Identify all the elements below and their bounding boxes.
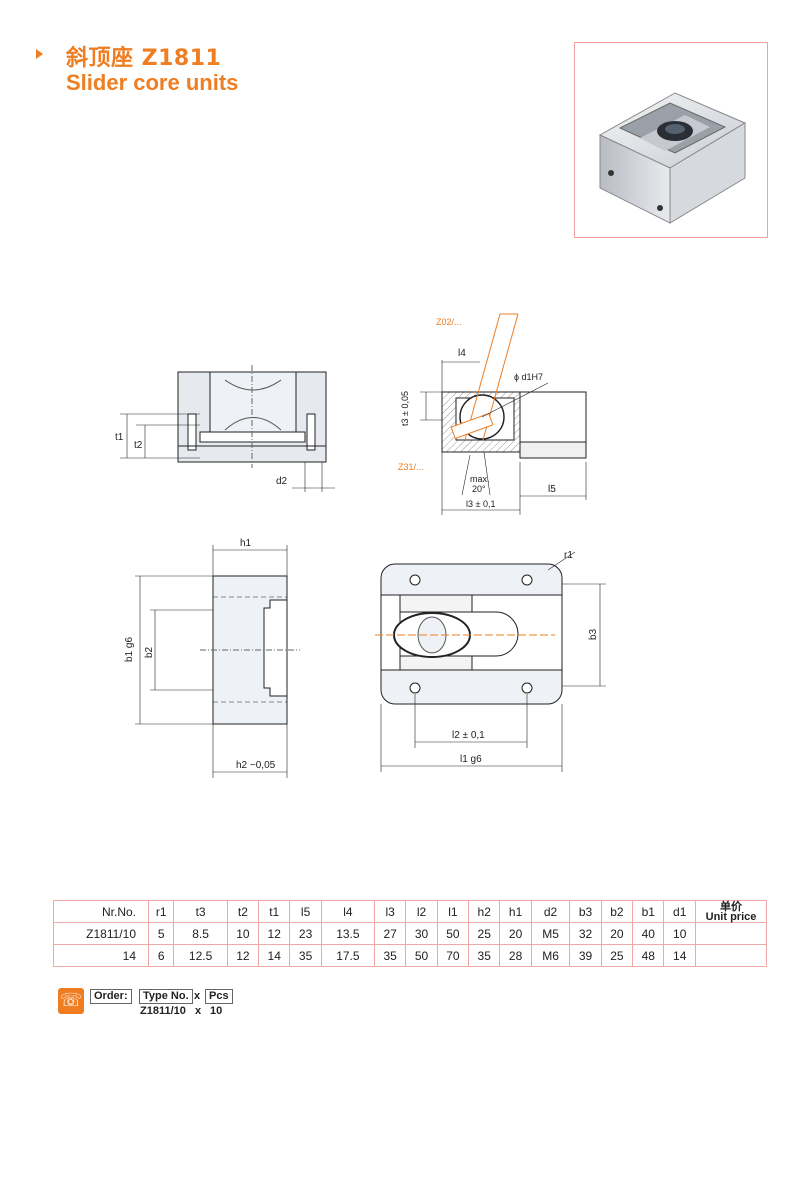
table-cell: 35	[468, 944, 501, 967]
table-cell: 13.5	[320, 922, 375, 945]
table-cell: 20	[499, 922, 532, 945]
label-b1: b1 g6	[124, 637, 135, 662]
table-row: 14 6 12.5 12 14 35 17.5 35 50 70 35 28 M…	[53, 944, 767, 967]
label-b3: b3	[588, 628, 599, 640]
title-arrow-icon	[36, 49, 43, 59]
table-cell: 12.5	[173, 944, 228, 967]
table-cell: 10	[226, 922, 260, 945]
table-row: Z1811/10 5 8.5 10 12 23 13.5 27 30 50 25…	[53, 922, 767, 945]
col-header: d1	[663, 900, 696, 923]
label-b2: b2	[144, 646, 155, 658]
col-header: t2	[226, 900, 260, 923]
label-l2: l2 ± 0,1	[452, 730, 485, 741]
front-view	[120, 365, 335, 492]
table-cell: 35	[373, 944, 407, 967]
label-z31: Z31/...	[398, 462, 424, 472]
table-cell: 25	[468, 922, 501, 945]
table-cell: 32	[569, 922, 602, 945]
table-cell: 70	[436, 944, 470, 967]
table-cell: 27	[373, 922, 407, 945]
label-l4: l4	[458, 348, 466, 359]
table-cell: 40	[632, 922, 665, 945]
label-h1: h1	[240, 538, 252, 549]
table-cell: 14	[53, 944, 149, 967]
table-cell: 50	[405, 944, 438, 967]
col-header: l3	[373, 900, 407, 923]
table-cell: 48	[632, 944, 665, 967]
price-cell	[695, 944, 767, 967]
table-cell: 30	[405, 922, 438, 945]
label-h2: h2 −0,05	[236, 760, 276, 771]
table-cell: 14	[663, 944, 696, 967]
price-label-en: Unit price	[705, 910, 757, 923]
table-cell: 10	[663, 922, 696, 945]
label-t2: t2	[134, 440, 143, 451]
col-header: r1	[147, 900, 175, 923]
col-header: t3	[173, 900, 228, 923]
label-t3: t3 ± 0,05	[400, 391, 410, 426]
table-cell: 35	[289, 944, 322, 967]
table-cell: 23	[289, 922, 322, 945]
table-cell: M6	[530, 944, 571, 967]
col-header: d2	[530, 900, 571, 923]
order-example-multiply: x	[195, 1005, 202, 1017]
order-label: Order:	[90, 989, 132, 1004]
table-cell: Z1811/10	[53, 922, 149, 945]
type-no-label: Type No.	[139, 989, 193, 1004]
col-header: h2	[468, 900, 501, 923]
label-z02: Z02/...	[436, 317, 462, 327]
order-example-qty: 10	[210, 1005, 223, 1017]
table-cell: 28	[499, 944, 532, 967]
table-cell: 14	[258, 944, 291, 967]
col-header: b3	[569, 900, 602, 923]
table-cell: 8.5	[173, 922, 228, 945]
label-d1: ϕ d1H7	[514, 372, 543, 382]
col-header-price: 单价 Unit price	[695, 900, 767, 923]
side-view	[135, 545, 300, 778]
col-header: l5	[289, 900, 322, 923]
price-label-cn: 单价	[720, 900, 742, 913]
slider-core-unit-photo	[598, 92, 747, 224]
table-cell: 25	[600, 944, 634, 967]
product-photo	[574, 42, 768, 238]
technical-drawing: t1 t2 d2 Z02/... l4 ϕ d1H7 t3 ± 0,05 Z31…	[115, 313, 606, 778]
label-r1: r1	[564, 550, 573, 561]
order-multiply: x	[194, 990, 201, 1002]
table-header-row: Nr.No. r1 t3 t2 t1 l5 l4 l3 l2 l1 h2 h1 …	[53, 900, 767, 923]
col-header-nr: Nr.No.	[53, 900, 149, 923]
section-view	[420, 313, 587, 515]
label-max: max.	[470, 474, 490, 484]
col-header: l2	[405, 900, 438, 923]
table-cell: 5	[147, 922, 175, 945]
col-header: t1	[258, 900, 291, 923]
page-title-en: Slider core units	[66, 70, 239, 95]
label-l1: l1 g6	[460, 754, 482, 765]
label-t1: t1	[115, 432, 124, 443]
col-header: h1	[499, 900, 532, 923]
table-cell: 39	[569, 944, 602, 967]
order-example-type: Z1811/10	[140, 1005, 186, 1017]
price-cell	[695, 922, 767, 945]
table-cell: M5	[530, 922, 571, 945]
spec-table: Nr.No. r1 t3 t2 t1 l5 l4 l3 l2 l1 h2 h1 …	[53, 900, 767, 967]
col-header: l1	[436, 900, 470, 923]
table-cell: 17.5	[320, 944, 375, 967]
label-l3: l3 ± 0,1	[466, 499, 495, 509]
col-header: b2	[600, 900, 634, 923]
table-cell: 12	[226, 944, 260, 967]
label-l5: l5	[548, 484, 556, 495]
table-cell: 20	[600, 922, 634, 945]
phone-order-icon: ☏	[58, 988, 84, 1014]
pcs-label: Pcs	[205, 989, 233, 1004]
col-header: b1	[632, 900, 665, 923]
top-view	[375, 551, 606, 772]
label-d2: d2	[276, 476, 288, 487]
table-cell: 6	[147, 944, 175, 967]
col-header: l4	[320, 900, 375, 923]
label-angle: 20°	[472, 484, 486, 494]
table-cell: 12	[258, 922, 291, 945]
page-title-cn: 斜顶座 Z1811	[66, 46, 222, 71]
table-cell: 50	[436, 922, 470, 945]
